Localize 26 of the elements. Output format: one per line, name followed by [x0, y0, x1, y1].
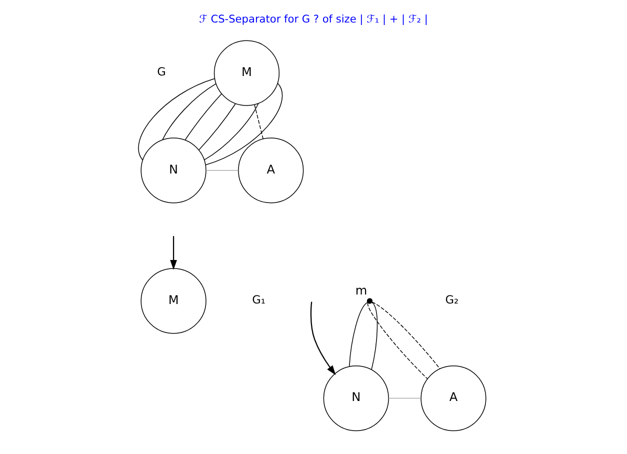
label: G	[157, 66, 166, 79]
connector	[388, 398, 422, 399]
connector	[162, 83, 216, 140]
connector	[372, 302, 440, 370]
connector	[198, 103, 236, 150]
connector	[368, 302, 428, 380]
diagram-title: ℱ CS-Separator for G ? of size | ℱ₁ | + | ℱ₂ |	[199, 14, 428, 26]
node-circle: N	[140, 138, 206, 204]
connector	[205, 83, 283, 166]
connector	[204, 102, 259, 160]
node-circle: M	[214, 40, 280, 106]
connector	[254, 104, 264, 140]
arrow	[170, 236, 177, 270]
label: G₁	[252, 294, 266, 307]
arrow	[310, 302, 336, 376]
node-circle: M	[140, 268, 206, 334]
connector	[348, 302, 368, 367]
connector	[206, 170, 239, 171]
node-circle: A	[420, 365, 486, 432]
label: G₂	[445, 294, 459, 307]
connector	[138, 78, 215, 160]
node-circle: A	[238, 138, 304, 204]
node-label: m	[355, 284, 368, 298]
node-circle	[366, 298, 373, 304]
connector	[371, 302, 378, 370]
connector	[184, 94, 222, 140]
